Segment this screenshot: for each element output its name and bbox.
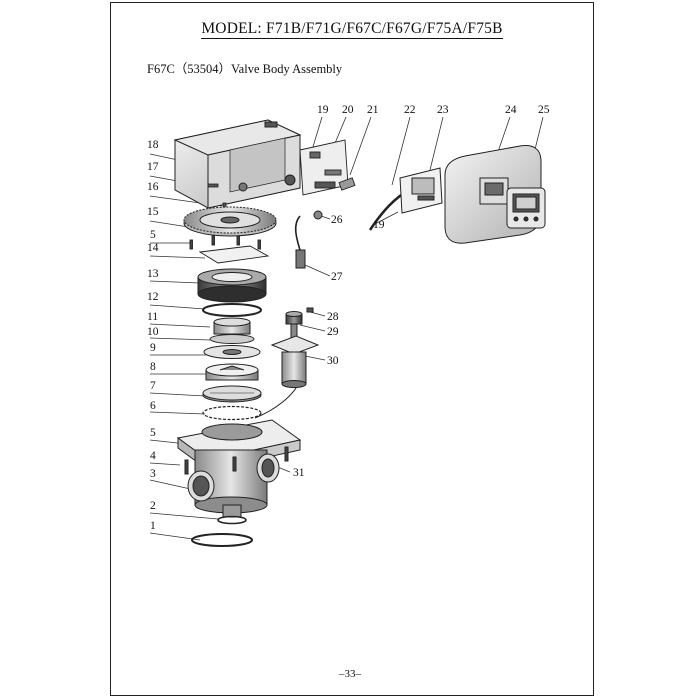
callout-27: 27: [331, 271, 343, 283]
valve-body: [176, 419, 302, 518]
top-cover-housing: [173, 119, 302, 209]
callout-9: 9: [150, 342, 156, 354]
o-ring-2: [217, 515, 247, 525]
callout-7: 7: [150, 380, 156, 392]
fixed-disc: [202, 385, 262, 403]
callout-4: 4: [150, 450, 156, 462]
callout-15: 15: [147, 206, 159, 218]
callout-5-top: 5: [150, 229, 156, 241]
callout-17: 17: [147, 161, 159, 173]
callout-8: 8: [150, 361, 156, 373]
seal-ring: [202, 405, 262, 421]
callout-18: 18: [147, 139, 159, 151]
leader-lines-left: [149, 153, 223, 541]
callout-31: 31: [293, 467, 305, 479]
callout-30: 30: [327, 355, 339, 367]
callout-23: 23: [437, 104, 449, 116]
callout-2: 2: [150, 500, 156, 512]
distributor-ring: [191, 533, 253, 547]
callout-25: 25: [538, 104, 550, 116]
disc-9: [203, 345, 261, 359]
callout-19-right: 19: [373, 219, 385, 231]
callout-29: 29: [327, 326, 339, 338]
main-gear: [183, 206, 277, 237]
page-number: –33–: [339, 668, 361, 680]
sensor-assembly: [294, 210, 323, 269]
o-ring-12: [202, 303, 262, 317]
washer-10: [209, 334, 255, 344]
callout-5-bottom: 5: [150, 427, 156, 439]
callout-20: 20: [342, 104, 354, 116]
callouts-right: 19 26 27 28 29 30 31: [293, 214, 385, 479]
callout-12: 12: [147, 291, 159, 303]
callout-21: 21: [367, 104, 379, 116]
callout-24: 24: [505, 104, 517, 116]
callout-1: 1: [150, 520, 156, 532]
callout-19-top: 19: [317, 104, 329, 116]
callout-26: 26: [331, 214, 343, 226]
circuit-board: [299, 139, 356, 196]
callout-14: 14: [147, 242, 159, 254]
callout-28: 28: [327, 311, 339, 323]
moving-disc: [205, 363, 259, 381]
model-title: MODEL: F71B/F71G/F67C/F67G/F75A/F75B: [201, 20, 503, 39]
callouts-top: 19 20 21 22 23 24 25: [317, 104, 550, 116]
callout-22: 22: [404, 104, 416, 116]
callouts-left: 18 17 16 15 5 14 13 12 11 10 9 8 7 6 5 4…: [147, 139, 159, 532]
callout-16: 16: [147, 181, 159, 193]
manual-page: [110, 2, 594, 696]
retaining-plate: [189, 235, 270, 264]
callout-10: 10: [147, 326, 159, 338]
threaded-cap: [197, 268, 267, 303]
motor-assembly: [270, 307, 320, 388]
callout-11: 11: [147, 311, 158, 323]
display-board: [399, 167, 443, 214]
spindle: [213, 317, 251, 335]
control-panel: [506, 187, 546, 229]
assembly-title: F67C（53504）Valve Body Assembly: [147, 62, 343, 76]
callout-3: 3: [150, 468, 156, 480]
callout-6: 6: [150, 400, 156, 412]
callout-13: 13: [147, 268, 159, 280]
